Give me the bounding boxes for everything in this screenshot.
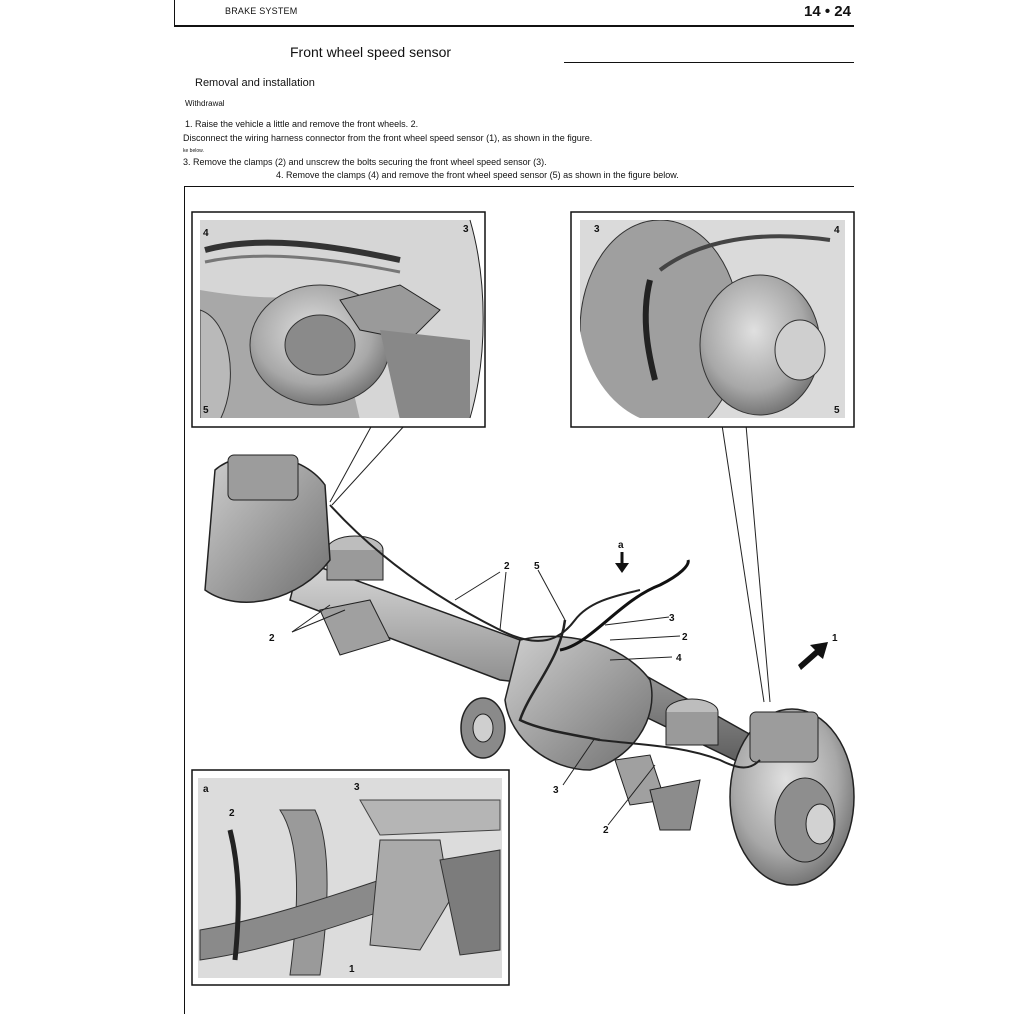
header-left-rule (174, 0, 175, 27)
label-1-inset: 1 (349, 964, 355, 975)
label-4-main: 4 (676, 653, 682, 664)
subsubheading: Withdrawal (185, 99, 225, 108)
label-a-inset: a (203, 784, 209, 795)
label-5-main: 5 (534, 561, 540, 572)
inset-bottom-left (191, 769, 510, 986)
step-line-4: 3. Remove the clamps (2) and unscrew the… (183, 157, 547, 167)
page-title: Front wheel speed sensor (290, 44, 452, 60)
figure-frame (184, 186, 854, 1014)
label-2-main-right: 2 (682, 632, 688, 643)
label-3-main: 3 (669, 613, 675, 624)
label-2-main-top: 2 (504, 561, 510, 572)
step-line-3: ke below. (183, 148, 204, 154)
inset-top-right (570, 211, 855, 428)
callout-lines (291, 424, 771, 826)
label-4-tr: 4 (834, 225, 840, 236)
front-axle (204, 454, 855, 886)
label-3-tr: 3 (594, 224, 600, 235)
direction-arrow (798, 642, 828, 670)
label-3-inset: 3 (354, 782, 360, 793)
label-3-main-bottom: 3 (553, 785, 559, 796)
label-5-tr: 5 (834, 405, 840, 416)
subheading: Removal and installation (195, 77, 315, 89)
title-rule (564, 62, 854, 63)
label-a-arrow: a (618, 540, 624, 551)
label-2-main-bottom: 2 (603, 825, 609, 836)
label-1-direction: 1 (832, 633, 838, 644)
label-2-inset: 2 (229, 808, 235, 819)
page-number: 14 • 24 (804, 3, 851, 20)
step-line-2: Disconnect the wiring harness connector … (183, 133, 593, 143)
label-4-tl: 4 (203, 228, 209, 239)
label-3-tl: 3 (463, 224, 469, 235)
label-5-tl: 5 (203, 405, 209, 416)
header-rule (174, 25, 854, 27)
step-line-1: 1. Raise the vehicle a little and remove… (185, 119, 419, 129)
step-line-5: 4. Remove the clamps (4) and remove the … (276, 170, 679, 180)
inset-top-left (191, 211, 486, 428)
label-2-main-left: 2 (269, 633, 275, 644)
view-arrow-a (615, 552, 629, 573)
section-title: BRAKE SYSTEM (225, 6, 298, 16)
